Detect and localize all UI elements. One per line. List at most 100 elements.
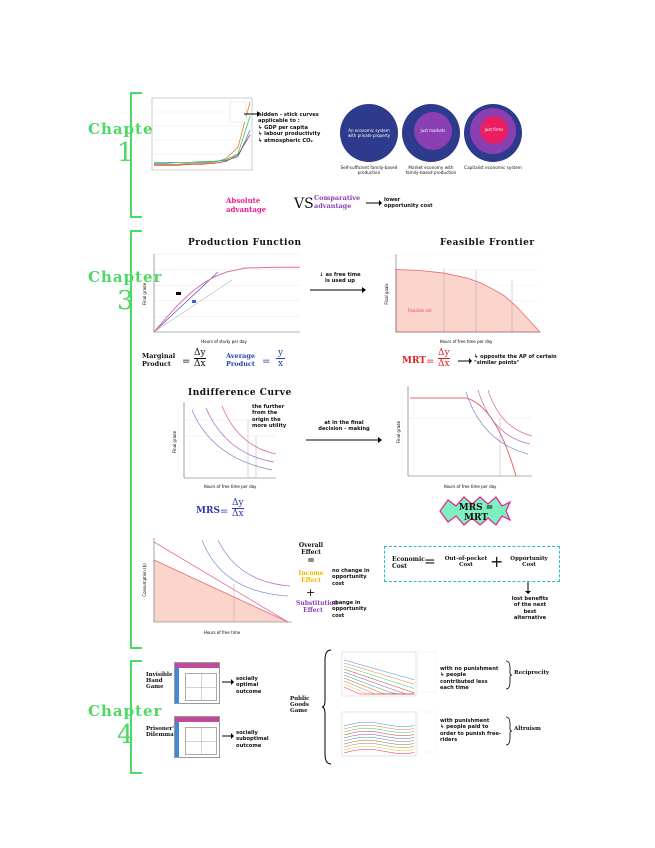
invisible-hand-note: socially optimal outcome <box>236 676 262 695</box>
note-line: ↳ labour productivity <box>258 131 321 138</box>
caption-self-sufficient: Self-sufficient family-based production <box>340 165 398 175</box>
pg-series-2 <box>343 727 415 733</box>
chapter-number: 1 <box>116 138 134 168</box>
ic-curve-3 <box>487 389 533 437</box>
curly-brace-icon <box>322 649 332 765</box>
ff-xlabel: Hours of free time per day <box>440 339 493 344</box>
note-line: ↳ GDP per capita <box>258 124 308 131</box>
pg-series-8 <box>343 745 415 751</box>
hockey-series-3 <box>154 134 251 166</box>
production-function-title: Production Function <box>188 238 302 248</box>
opportunity-cost-label: Opportunity Cost <box>510 556 548 568</box>
feasible-frontier-title: Feasible Frontier <box>440 238 535 248</box>
payoff-matrix-2 <box>174 716 220 758</box>
ic-ylabel: Final grade <box>172 430 177 453</box>
economic-cost-label: Economic Cost <box>392 556 425 570</box>
ic-curve-1 <box>465 391 529 455</box>
brace-right-icon <box>506 716 512 746</box>
hockey-stick-chart <box>151 97 253 171</box>
public-goods-chart-no-punishment <box>341 651 437 697</box>
arrow-icon <box>366 200 382 206</box>
arrow-icon <box>458 358 472 364</box>
ic-curve-2 <box>477 389 531 445</box>
chapter-word: Chapter <box>88 268 163 286</box>
arrow-long-icon <box>310 287 366 293</box>
pg-top-note: with no punishment ↳ people contributed … <box>440 666 499 692</box>
denominator: x <box>278 359 284 369</box>
legend-box <box>417 711 437 753</box>
ray-line <box>153 279 233 333</box>
caption-capitalist: Capitalist economic system <box>464 165 522 170</box>
brace-right-icon <box>506 660 512 690</box>
pg-series-7 <box>343 742 415 748</box>
ic-xlabel: Hours of free time per day <box>204 484 257 489</box>
pg-series-5 <box>343 736 415 742</box>
numerator: Δy <box>232 498 244 509</box>
note-line: hidden - stick curves <box>258 112 319 118</box>
hockey-note: hidden - stick curves applicable to : ↳ … <box>258 112 320 144</box>
mrs-equals-mrt: MRS = MRT <box>458 503 494 523</box>
substitution-note: change in opportunity cost <box>332 600 367 619</box>
numerator: Δy <box>194 348 206 359</box>
pg-series-4 <box>343 671 415 695</box>
income-note: no change in opportunity cost <box>332 568 370 587</box>
out-of-pocket-label: Out-of-pocket Cost <box>444 556 488 568</box>
ic-note: the further from the origin the more uti… <box>252 404 287 430</box>
ic-curve-3 <box>221 405 277 455</box>
pf-xlabel: Hours of study per day <box>201 339 247 344</box>
budget-xlabel: Hours of free time <box>204 630 241 635</box>
indifference-curve-chart: Hours of free time per day Final grade <box>172 402 277 489</box>
production-function-chart: Hours of study per day Final grade <box>142 253 300 344</box>
chapter-number: 3 <box>116 286 134 316</box>
circle-capitalist-inner: Just firms <box>480 116 508 144</box>
chapter-word: Chapter <box>88 120 163 138</box>
payoff-matrix-1 <box>174 662 220 704</box>
mrt-fraction: Δy Δx <box>438 348 450 369</box>
feasible-set-label: Feasible set <box>408 308 432 313</box>
comparative-advantage: Comparative advantage <box>314 194 361 210</box>
oc-xlabel: Hours of free time per day <box>444 484 497 489</box>
pg-series-9 <box>343 686 415 695</box>
mp-fraction: Δy Δx <box>194 348 206 369</box>
gridlines <box>152 111 252 155</box>
numerator: y <box>276 348 286 359</box>
pf-ff-note: ↓ as free time is used up <box>319 272 361 285</box>
pg-series-1 <box>343 724 415 730</box>
ic-curve-2 <box>205 407 275 463</box>
mp-label: Marginal Product <box>142 352 176 368</box>
plus-sign: + <box>490 552 504 571</box>
mrt-label: MRT <box>402 356 426 366</box>
feasible-set-area <box>395 269 541 333</box>
ic-curve-1 <box>191 409 273 471</box>
invisible-hand-label: Invisible Hand Game <box>146 672 173 690</box>
pf-curve <box>153 266 300 333</box>
denominator: Δx <box>194 359 206 369</box>
prisoners-dilemma-label: Prisoner's Dilemma <box>146 726 178 738</box>
hockey-series-1 <box>154 101 251 165</box>
optimal-choice-chart: Hours of free time per day Final grade <box>396 386 533 489</box>
arrow-icon <box>222 733 234 739</box>
prisoners-dilemma-note: socially suboptimal outcome <box>236 730 269 749</box>
denominator: Δx <box>438 359 450 369</box>
budget-chart: Hours of free time Consumption ($) <box>142 538 292 635</box>
legend-box <box>229 101 247 123</box>
arrow-down-icon <box>525 582 531 594</box>
ap-label: Average Product <box>226 352 256 368</box>
caption-market: Market economy with family-based product… <box>405 165 457 175</box>
ff-ylabel: Final goals <box>384 283 389 304</box>
chapter-1-bracket <box>130 92 142 218</box>
starburst-badge <box>439 496 512 526</box>
chapter-1-label: Chapter 1 <box>88 120 162 168</box>
pf-ylabel: Final grade <box>142 282 147 305</box>
pg-series-9 <box>343 748 415 754</box>
economic-cost-box <box>384 546 560 582</box>
denominator: Δx <box>232 509 244 519</box>
altruism-label: Altruism <box>514 726 541 732</box>
tangent-line <box>153 271 219 333</box>
public-goods-label: Public Goods Game <box>290 696 310 714</box>
comparative-note: lower opportunity cost <box>384 197 433 210</box>
arrow-long-icon <box>306 437 382 443</box>
mrs-label: MRS <box>196 506 220 516</box>
pg-series-4 <box>343 733 415 739</box>
pg-series-6 <box>343 739 415 745</box>
